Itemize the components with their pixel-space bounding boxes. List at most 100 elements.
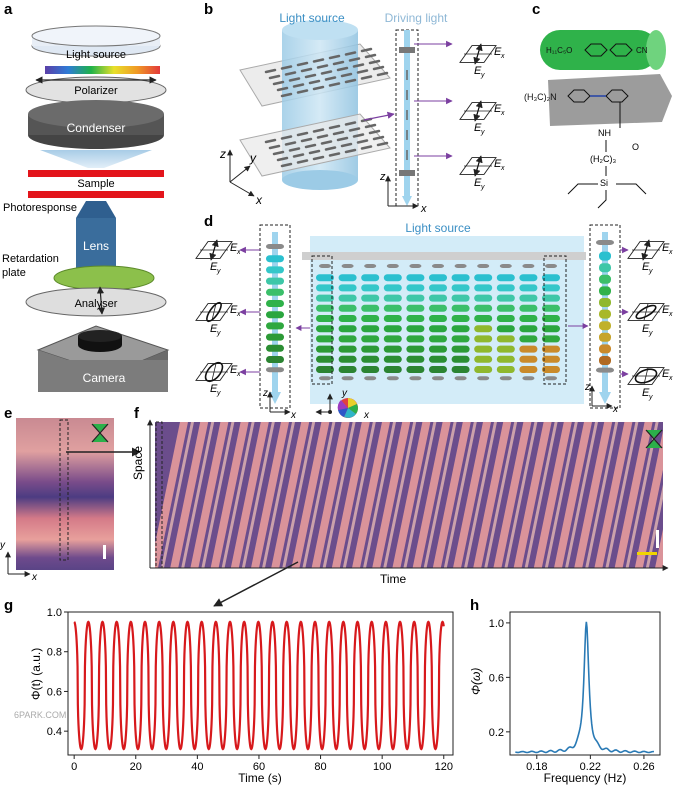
panel-a: a Light source Polarizer Condenser Sampl… bbox=[2, 1, 170, 392]
d-right-polar-2-vline bbox=[643, 367, 649, 385]
h-ylabel: Φ(ω) bbox=[469, 668, 483, 695]
molecule-dash bbox=[316, 64, 329, 69]
lc-molecule bbox=[429, 355, 447, 363]
lc-molecule bbox=[316, 294, 334, 302]
d-right-polar-0-ey-sub: y bbox=[648, 268, 653, 275]
panel-label-f: f bbox=[134, 405, 140, 422]
lc-molecule bbox=[474, 284, 493, 292]
d-left-polar-0-ey-label: E bbox=[210, 261, 218, 273]
lc-molecule bbox=[406, 325, 425, 333]
f-stripe-light bbox=[666, 422, 685, 568]
d-left-polar-2-vline bbox=[211, 363, 217, 381]
d-right-molecules bbox=[596, 240, 614, 373]
molecule-dash bbox=[304, 143, 317, 149]
d-left-polar-1-ey-label: E bbox=[210, 323, 218, 335]
lc-molecule bbox=[454, 376, 467, 381]
panel-f: f Space Time bbox=[131, 405, 685, 607]
lc-molecule bbox=[432, 264, 444, 268]
b-axis-z-label: z bbox=[219, 147, 226, 161]
si-label: Si bbox=[600, 178, 608, 188]
lc-molecule bbox=[406, 274, 425, 282]
lc-molecule bbox=[409, 376, 422, 381]
g-xtick-label: 0 bbox=[71, 761, 77, 773]
molecule-dash bbox=[276, 86, 289, 92]
beam-top-plate bbox=[399, 47, 415, 53]
h-xlabel: Frequency (Hz) bbox=[544, 771, 627, 785]
d-left-polar-1-vline bbox=[211, 303, 217, 321]
b-polar-2-ey-label: E bbox=[474, 177, 482, 189]
d-right-selection bbox=[543, 255, 567, 385]
f-stripe-pink bbox=[190, 422, 229, 568]
lc-molecule bbox=[519, 355, 538, 363]
f-kymograph-stripes bbox=[155, 422, 685, 568]
g-plot-frame bbox=[67, 611, 454, 756]
d-left-x-label: x bbox=[290, 410, 297, 421]
lc-molecule bbox=[364, 264, 377, 268]
molecule-dash bbox=[344, 148, 357, 154]
cyano-group: CN bbox=[636, 46, 648, 55]
lc-molecule bbox=[361, 304, 380, 312]
d-left-molecule bbox=[266, 288, 284, 296]
lc-molecule bbox=[383, 366, 402, 373]
d-right-column-box bbox=[589, 224, 621, 409]
molecule-dash bbox=[264, 68, 277, 74]
d-left-polar-0-ex-label: E bbox=[230, 242, 238, 254]
d-left-polar-2-polarization bbox=[204, 361, 224, 383]
b-polar-2-ey-sub: y bbox=[480, 184, 485, 191]
lc-molecule bbox=[496, 304, 515, 312]
f-crossed-polarizer-icon bbox=[645, 429, 663, 449]
lc-molecule bbox=[496, 366, 515, 373]
molecule-dash bbox=[264, 138, 277, 144]
lc-molecule bbox=[451, 345, 470, 353]
lc-molecule bbox=[338, 304, 357, 312]
molecule-dash bbox=[344, 51, 357, 56]
f-stripe-light bbox=[302, 422, 336, 568]
light-cylinder-bottom bbox=[282, 170, 358, 190]
f-stripe-light bbox=[484, 422, 518, 568]
lc-molecule bbox=[451, 366, 470, 373]
lc-molecule bbox=[474, 325, 493, 333]
lens-body bbox=[76, 218, 116, 274]
e-icon-cross-b bbox=[91, 423, 109, 443]
d-left-polar-0-ex-sub: x bbox=[236, 249, 241, 256]
color-wheel-icon bbox=[337, 398, 358, 418]
b-polar-0-ey-label: E bbox=[474, 65, 482, 77]
lc-molecule bbox=[519, 284, 538, 292]
lc-molecule bbox=[406, 335, 425, 343]
lc-molecule bbox=[499, 376, 512, 381]
lc-molecule bbox=[361, 325, 380, 333]
molecule-dash bbox=[356, 69, 369, 74]
lc-molecule bbox=[545, 264, 557, 268]
lc-molecule bbox=[316, 345, 334, 353]
molecule-dash bbox=[280, 135, 293, 140]
d-right-polar-1-ey-label: E bbox=[642, 323, 650, 335]
lc-molecule bbox=[477, 264, 490, 268]
b-polar-1-ey-sub: y bbox=[480, 129, 485, 136]
lc-molecule bbox=[361, 355, 380, 363]
molecule-dash bbox=[332, 60, 345, 66]
lc-molecule bbox=[542, 366, 560, 373]
panel-e: e y x bbox=[0, 405, 141, 583]
f-stripe-pink bbox=[513, 422, 552, 568]
lc-molecule bbox=[496, 355, 515, 363]
polarizer-label: Polarizer bbox=[74, 85, 118, 97]
d-right-polar-2-polarization bbox=[634, 368, 658, 384]
lc-molecule bbox=[474, 294, 493, 302]
g-ytick-label: 0.6 bbox=[47, 686, 62, 698]
d-right-molecule bbox=[599, 321, 611, 331]
watermark: 6PARK.COM bbox=[14, 710, 66, 720]
b-polar-1-ey-label: E bbox=[474, 122, 482, 134]
d-left-polar-2-ex-sub: x bbox=[236, 371, 241, 378]
condenser-top bbox=[28, 100, 164, 128]
lc-molecule bbox=[429, 335, 447, 343]
beam-bottom-plate bbox=[399, 170, 415, 176]
d-center-x-label: x bbox=[363, 410, 370, 421]
lc-molecule bbox=[429, 304, 447, 312]
d-left-polar-2-ey-label: E bbox=[210, 383, 218, 395]
e-scale-bar bbox=[103, 545, 106, 559]
panel-d: d Light source z x z x bbox=[195, 213, 673, 421]
color-wheel-segment-green bbox=[348, 404, 358, 414]
f-xlabel: Time bbox=[380, 572, 407, 586]
